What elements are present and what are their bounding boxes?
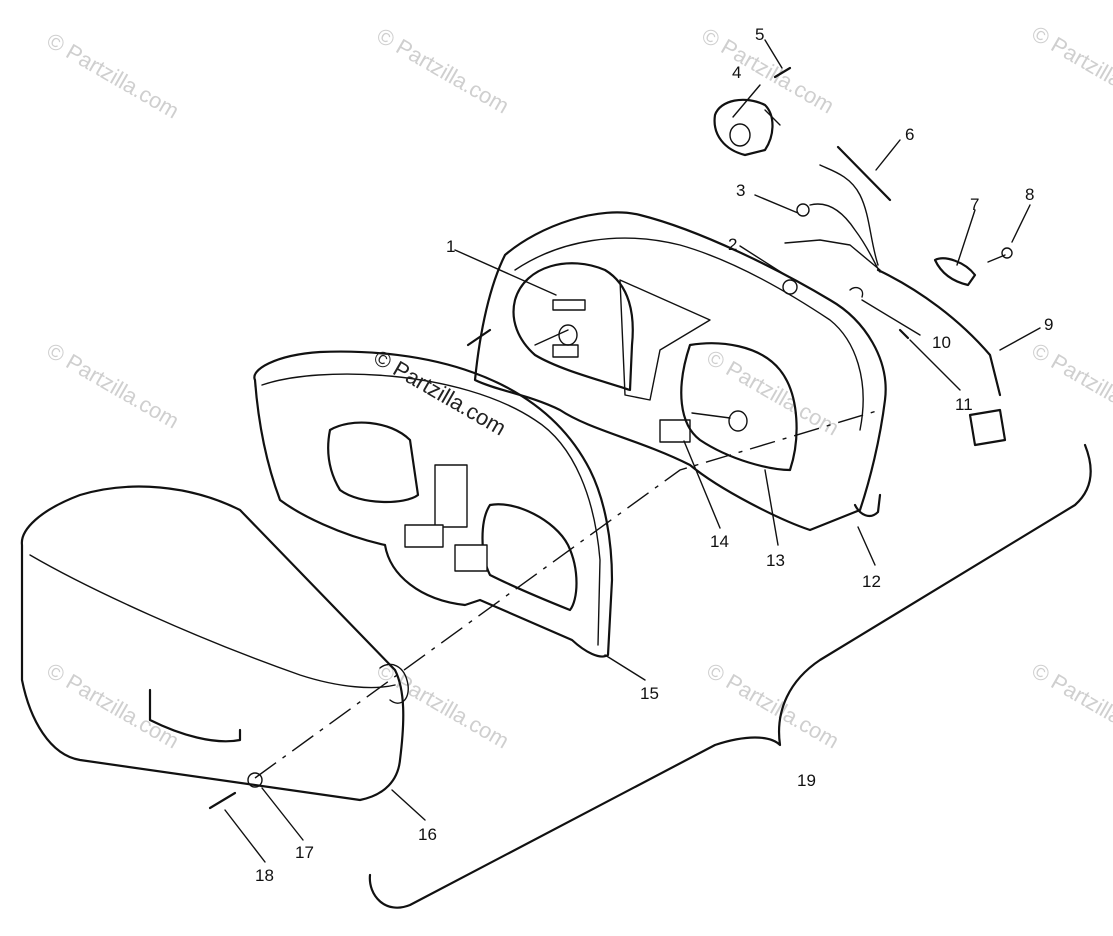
callout-12: 12 [862,572,881,591]
part-9-connector [968,408,1007,447]
part-18-screw [208,791,237,810]
watermark-text: © Partzilla.com [373,23,514,119]
callout-15: 15 [640,684,659,703]
watermark-text: © Partzilla.com [1028,658,1113,754]
callout-14: 14 [710,532,729,551]
callout-1: 1 [446,237,455,256]
part-7-8-clip [933,247,1013,287]
watermark-text: © Partzilla.com [43,658,184,754]
watermark-text: © Partzilla.com [698,23,839,119]
watermarks: © Partzilla.com © Partzilla.com © Partzi… [43,21,1113,754]
callout-19: 19 [797,771,816,790]
part-4-sensor [713,98,781,157]
part-5-screw [773,66,792,79]
part-2-3-harness [782,164,1002,397]
callout-2: 2 [728,235,737,254]
watermark-text: © Partzilla.com [1028,338,1113,434]
watermark-text: © Partzilla.com [43,28,184,124]
callout-6: 6 [905,125,914,144]
part-16-cover [20,485,409,802]
part-11-item [898,328,910,340]
callout-labels: 1 2 3 4 5 6 7 8 9 10 11 12 13 14 15 16 1… [255,25,1053,885]
part-17-washer [247,772,263,788]
part-15-bezel [253,350,614,658]
callout-9: 9 [1044,315,1053,334]
callout-11: 11 [955,395,973,414]
watermark-text: © Partzilla.com [703,345,844,441]
callout-19-outline [368,443,1092,909]
part-13-meter-housing [466,211,887,532]
leader-lines [224,39,1041,863]
watermark-text: © Partzilla.com [373,658,514,754]
assembly-centerline [254,409,881,779]
part-10-item [849,286,864,298]
callout-3: 3 [736,181,745,200]
callout-7: 7 [970,195,979,214]
callout-17: 17 [295,843,314,862]
watermark-text-strong: © Partzilla.com [370,345,511,441]
callout-5: 5 [755,25,764,44]
watermark-text: © Partzilla.com [43,338,184,434]
callout-4: 4 [732,63,741,82]
callout-10: 10 [932,333,951,352]
part-12-bracket [853,493,882,518]
part-6-rod [836,145,892,202]
callout-16: 16 [418,825,437,844]
watermark-text: © Partzilla.com [1028,21,1113,117]
watermark-text: © Partzilla.com [703,658,844,754]
callout-18: 18 [255,866,274,885]
callout-13: 13 [766,551,785,570]
callout-8: 8 [1025,185,1034,204]
